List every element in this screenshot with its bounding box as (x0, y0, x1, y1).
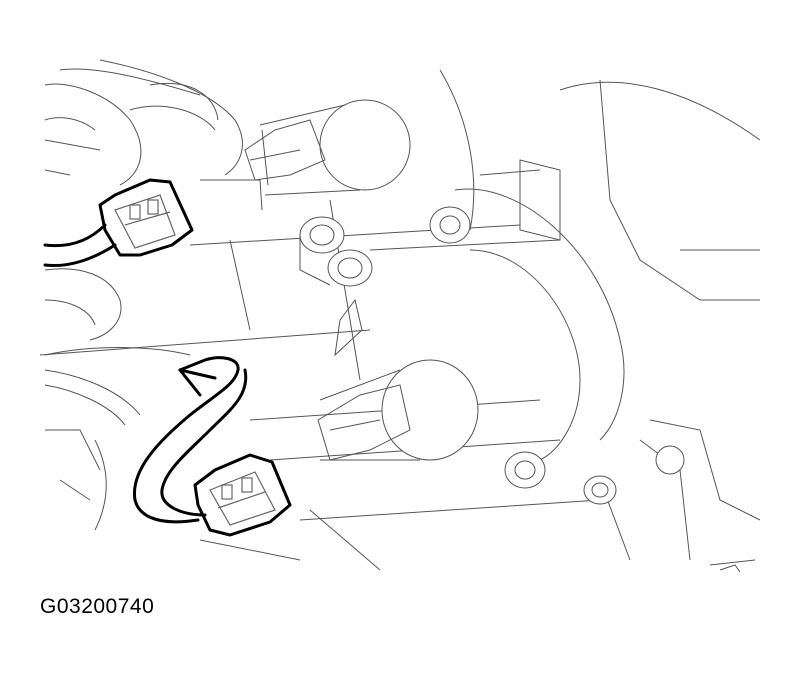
figure-label: G03200740 (40, 595, 155, 618)
lower-connector (193, 453, 292, 537)
engine-block-lines (39, 59, 761, 571)
upper-connector (43, 178, 194, 268)
bolt-lower (504, 445, 685, 505)
corner-mark (719, 564, 741, 573)
bolt-top-right (429, 206, 471, 244)
bolt-upper (299, 216, 373, 287)
routing-arrow (132, 356, 248, 524)
